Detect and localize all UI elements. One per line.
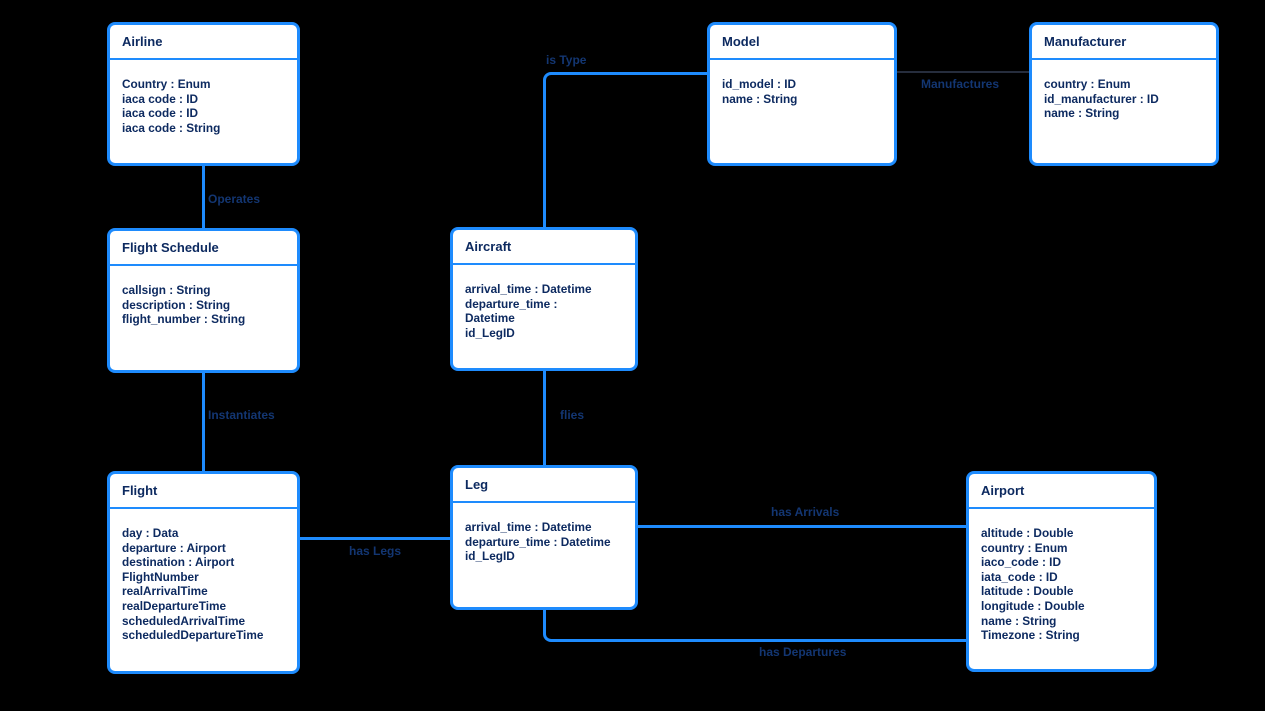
- edge-label-has-arrivals: has Arrivals: [771, 505, 840, 519]
- entity-field: id_LegID: [465, 549, 515, 564]
- entity-field: altitude : Double: [981, 526, 1074, 540]
- connector-operates: [202, 165, 205, 229]
- entity-field: latitude : Double: [981, 584, 1074, 599]
- edge-label-flies: flies: [560, 408, 585, 422]
- connector-manufactures: [896, 71, 1030, 73]
- entity-field: scheduledDepartureTime: [122, 628, 264, 643]
- entity-flight-schedule[interactable]: Flight Schedule callsign : String descri…: [107, 228, 300, 373]
- entity-field: departure : Airport: [122, 540, 226, 555]
- connector-instantiates: [202, 372, 205, 472]
- entity-title: Manufacturer: [1032, 25, 1216, 60]
- connector-is-type: [543, 72, 709, 228]
- entity-body: country : Enum id_manufacturer : ID name…: [1032, 60, 1216, 121]
- entity-field: realDepartureTime: [122, 598, 227, 613]
- entity-title: Airport: [969, 474, 1154, 509]
- entity-title: Model: [710, 25, 894, 60]
- entity-title: Flight Schedule: [110, 231, 297, 266]
- entity-title: Aircraft: [453, 230, 635, 265]
- entity-field: Timezone : String: [981, 628, 1080, 643]
- entity-field: departure_time :: [465, 296, 558, 311]
- entity-field: country : Enum: [981, 540, 1068, 555]
- entity-field: scheduledArrivalTime: [122, 613, 246, 628]
- entity-leg[interactable]: Leg arrival_time : Datetime departure_ti…: [450, 465, 638, 610]
- entity-field: id_model : ID: [722, 77, 797, 91]
- entity-body: arrival_time : Datetime departure_time :…: [453, 265, 635, 340]
- entity-body: Country : Enum iaca code : ID iaca code …: [110, 60, 297, 135]
- entity-aircraft[interactable]: Aircraft arrival_time : Datetime departu…: [450, 227, 638, 371]
- entity-field: arrival_time : Datetime: [465, 282, 592, 296]
- edge-label-has-legs: has Legs: [349, 544, 402, 558]
- entity-field: country : Enum: [1044, 77, 1131, 91]
- entity-field: name : String: [722, 91, 798, 106]
- entity-field: name : String: [1044, 106, 1120, 121]
- entity-field: destination : Airport: [122, 555, 235, 570]
- entity-field: iaca code : ID: [122, 91, 199, 106]
- entity-field: description : String: [122, 297, 231, 312]
- entity-title: Airline: [110, 25, 297, 60]
- entity-model[interactable]: Model id_model : ID name : String: [707, 22, 897, 166]
- entity-field: id_manufacturer : ID: [1044, 91, 1159, 106]
- entity-flight[interactable]: Flight day : Data departure : Airport de…: [107, 471, 300, 674]
- entity-field: day : Data: [122, 526, 179, 540]
- entity-field: longitude : Double: [981, 598, 1085, 613]
- entity-field: name : String: [981, 613, 1057, 628]
- entity-title: Flight: [110, 474, 297, 509]
- entity-title: Leg: [453, 468, 635, 503]
- entity-field: iaca code : ID: [122, 106, 199, 121]
- entity-field: iata_code : ID: [981, 569, 1058, 584]
- edge-label-has-departures: has Departures: [759, 645, 847, 659]
- entity-airline[interactable]: Airline Country : Enum iaca code : ID ia…: [107, 22, 300, 166]
- edge-label-operates: Operates: [208, 192, 261, 206]
- entity-field: callsign : String: [122, 283, 211, 297]
- entity-field: Datetime: [465, 311, 515, 326]
- entity-airport[interactable]: Airport altitude : Double country : Enum…: [966, 471, 1157, 672]
- connector-has-departures: [543, 609, 968, 642]
- entity-body: arrival_time : Datetime departure_time :…: [453, 503, 635, 564]
- entity-field: realArrivalTime: [122, 584, 208, 599]
- edge-label-manufactures: Manufactures: [921, 77, 1000, 91]
- entity-body: day : Data departure : Airport destinati…: [110, 509, 297, 643]
- entity-field: arrival_time : Datetime: [465, 520, 592, 534]
- entity-field: iaca code : String: [122, 120, 221, 135]
- entity-field: id_LegID: [465, 325, 515, 340]
- entity-field: FlightNumber: [122, 569, 199, 584]
- connector-has-arrivals: [637, 525, 967, 528]
- edge-label-instantiates: Instantiates: [208, 408, 275, 422]
- edge-label-is-type: is Type: [546, 53, 587, 67]
- entity-body: id_model : ID name : String: [710, 60, 894, 106]
- entity-manufacturer[interactable]: Manufacturer country : Enum id_manufactu…: [1029, 22, 1219, 166]
- entity-body: callsign : String description : String f…: [110, 266, 297, 327]
- entity-field: departure_time : Datetime: [465, 534, 611, 549]
- entity-field: flight_number : String: [122, 312, 246, 327]
- connector-flies: [543, 370, 546, 466]
- entity-field: Country : Enum: [122, 77, 211, 91]
- connector-has-legs: [299, 537, 451, 540]
- entity-field: iaco_code : ID: [981, 555, 1061, 570]
- entity-body: altitude : Double country : Enum iaco_co…: [969, 509, 1154, 643]
